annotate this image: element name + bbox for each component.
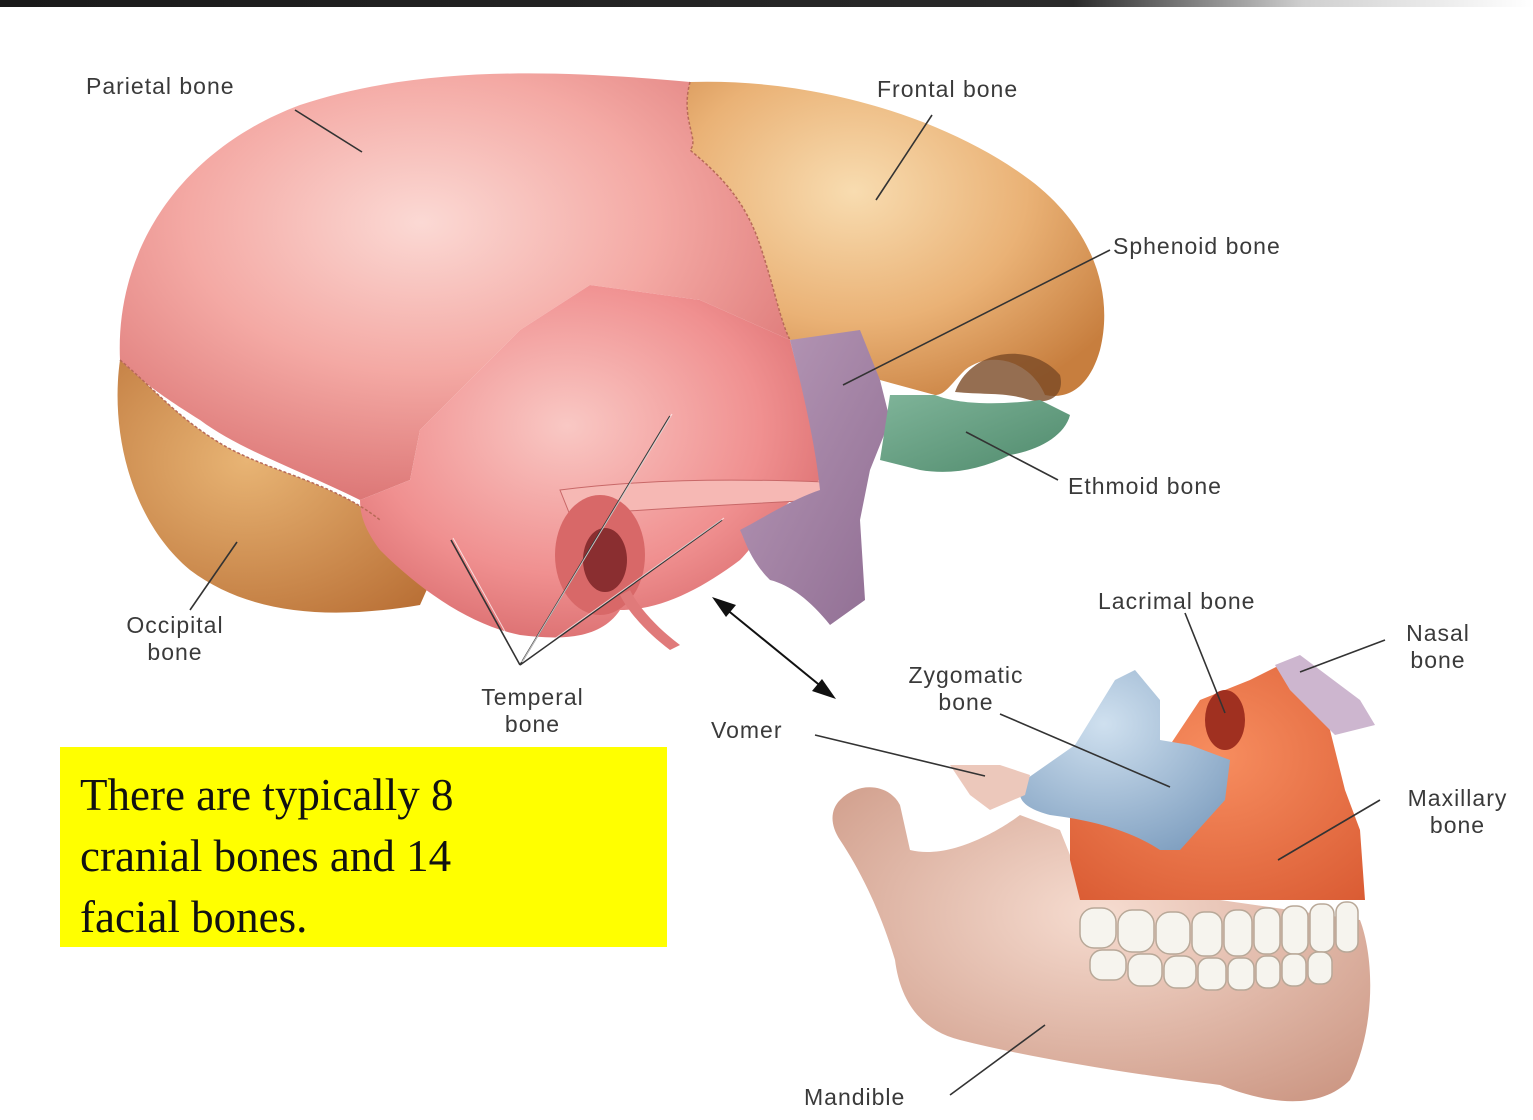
label-lacrimal: Lacrimal bone <box>1098 588 1255 615</box>
label-occipital-line2: bone <box>100 639 250 666</box>
label-occipital: Occipital bone <box>100 612 250 666</box>
label-zygomatic-line2: bone <box>880 689 1052 716</box>
label-sphenoid: Sphenoid bone <box>1113 233 1281 260</box>
label-zygomatic: Zygomatic bone <box>880 662 1052 716</box>
label-maxillary: Maxillary bone <box>1385 785 1530 839</box>
facial-bones <box>833 655 1376 1101</box>
label-zygomatic-line1: Zygomatic <box>880 662 1052 689</box>
label-nasal-line2: bone <box>1383 647 1493 674</box>
label-occipital-line1: Occipital <box>100 612 250 639</box>
label-temporal-line2: bone <box>455 711 610 738</box>
label-parietal: Parietal bone <box>86 73 235 100</box>
label-maxillary-line2: bone <box>1385 812 1530 839</box>
note-text: There are typically 8 cranial bones and … <box>80 765 550 948</box>
label-nasal: Nasal bone <box>1383 620 1493 674</box>
label-ethmoid: Ethmoid bone <box>1068 473 1222 500</box>
vomer <box>950 765 1030 810</box>
label-nasal-line1: Nasal <box>1383 620 1493 647</box>
label-maxillary-line1: Maxillary <box>1385 785 1530 812</box>
cranium <box>118 73 1105 650</box>
label-temporal-line1: Temperal <box>455 684 610 711</box>
label-temporal: Temperal bone <box>455 684 610 738</box>
teeth <box>1080 902 1358 990</box>
label-frontal: Frontal bone <box>877 76 1018 103</box>
double-arrow-icon <box>712 597 836 699</box>
label-vomer: Vomer <box>711 717 782 744</box>
ethmoid-bone <box>880 395 1070 472</box>
note-box: There are typically 8 cranial bones and … <box>60 747 667 947</box>
label-mandible: Mandible <box>804 1084 905 1111</box>
